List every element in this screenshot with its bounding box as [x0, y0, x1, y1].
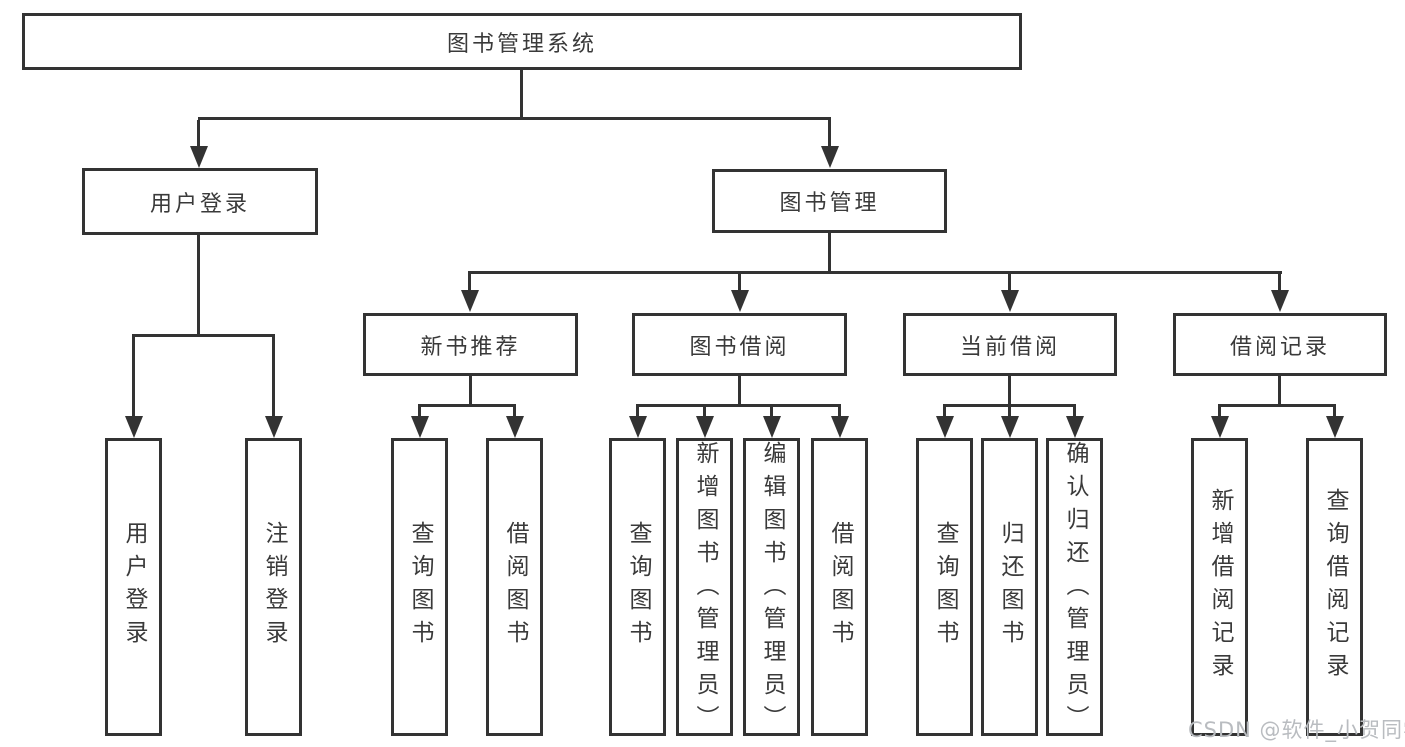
- leaf-logout: 注销登录: [245, 438, 302, 736]
- node-new-book-recommend: 新书推荐: [363, 313, 578, 376]
- node-label: 查询图书: [932, 521, 958, 653]
- arrowhead-down-icon: [1008, 407, 1011, 416]
- arrowhead-down-icon: [513, 407, 516, 416]
- leaf-query-books-current: 查询图书: [916, 438, 973, 736]
- node-label: 借阅图书: [827, 521, 853, 653]
- node-label: 新增图书（管理员）: [692, 441, 718, 738]
- connector-line: [1008, 376, 1011, 407]
- node-borrowing-records: 借阅记录: [1173, 313, 1387, 376]
- arrowhead-down-icon: [272, 337, 275, 416]
- node-label: 查询借阅记录: [1322, 488, 1348, 686]
- watermark-text: CSDN @软件_小贺同学: [1188, 718, 1405, 742]
- node-label: 编辑图书（管理员）: [759, 441, 785, 738]
- node-label: 查询图书: [625, 521, 651, 653]
- leaf-return-books: 归还图书: [981, 438, 1038, 736]
- node-label: 用户登录: [149, 191, 250, 217]
- arrowhead-down-icon: [468, 274, 471, 290]
- node-label: 借阅图书: [502, 521, 528, 653]
- node-label: 确认归还（管理员）: [1062, 441, 1088, 738]
- connector-line: [636, 404, 841, 407]
- node-label: 归还图书: [997, 521, 1023, 653]
- node-label: 查询图书: [407, 521, 433, 653]
- arrowhead-down-icon: [1333, 407, 1336, 416]
- leaf-add-books-admin: 新增图书（管理员）: [676, 438, 733, 738]
- connector-line: [1278, 376, 1281, 407]
- arrowhead-down-icon: [1008, 274, 1011, 290]
- node-label: 新书推荐: [420, 334, 521, 360]
- node-label: 新增借阅记录: [1207, 488, 1233, 686]
- node-book-management: 图书管理: [712, 169, 947, 233]
- arrowhead-down-icon: [703, 407, 706, 416]
- node-label: 图书管理: [779, 191, 880, 216]
- leaf-query-books-borrow: 查询图书: [609, 438, 666, 736]
- node-book-borrowing: 图书借阅: [632, 313, 847, 376]
- arrowhead-down-icon: [418, 407, 421, 416]
- node-user-login: 用户登录: [82, 168, 318, 235]
- node-label: 用户登录: [121, 521, 147, 653]
- leaf-query-books-newbook: 查询图书: [391, 438, 448, 736]
- connector-line: [738, 376, 741, 407]
- connector-line: [468, 271, 1282, 274]
- leaf-borrow-books-newbook: 借阅图书: [486, 438, 543, 736]
- node-label: 图书借阅: [689, 334, 790, 360]
- connector-line: [520, 70, 523, 120]
- connector-line: [828, 233, 831, 274]
- leaf-user-login: 用户登录: [105, 438, 162, 736]
- arrowhead-down-icon: [1218, 407, 1221, 416]
- connector-line: [197, 235, 200, 337]
- connector-line: [132, 334, 275, 337]
- arrowhead-down-icon: [1278, 274, 1281, 290]
- node-label: 当前借阅: [959, 334, 1060, 360]
- arrowhead-down-icon: [636, 407, 639, 416]
- leaf-query-borrow-record: 查询借阅记录: [1306, 438, 1363, 736]
- arrowhead-down-icon: [197, 120, 200, 146]
- node-library-management-system: 图书管理系统: [22, 13, 1022, 70]
- connector-line: [469, 376, 472, 407]
- arrowhead-down-icon: [838, 407, 841, 416]
- arrowhead-down-icon: [132, 337, 135, 416]
- connector-line: [418, 404, 516, 407]
- leaf-add-borrow-record: 新增借阅记录: [1191, 438, 1248, 736]
- arrowhead-down-icon: [738, 274, 741, 290]
- node-label: 图书管理系统: [446, 31, 597, 57]
- node-label: 注销登录: [261, 521, 287, 653]
- leaf-edit-books-admin: 编辑图书（管理员）: [743, 438, 800, 738]
- leaf-confirm-return-admin: 确认归还（管理员）: [1046, 438, 1103, 738]
- arrowhead-down-icon: [1073, 407, 1076, 416]
- connector-line: [1218, 404, 1336, 407]
- node-current-borrowing: 当前借阅: [903, 313, 1117, 376]
- arrowhead-down-icon: [828, 120, 831, 146]
- connector-line: [943, 404, 1076, 407]
- connector-line: [198, 117, 831, 120]
- node-label: 借阅记录: [1229, 334, 1330, 360]
- arrowhead-down-icon: [770, 407, 773, 416]
- leaf-borrow-books-borrow: 借阅图书: [811, 438, 868, 736]
- arrowhead-down-icon: [943, 407, 946, 416]
